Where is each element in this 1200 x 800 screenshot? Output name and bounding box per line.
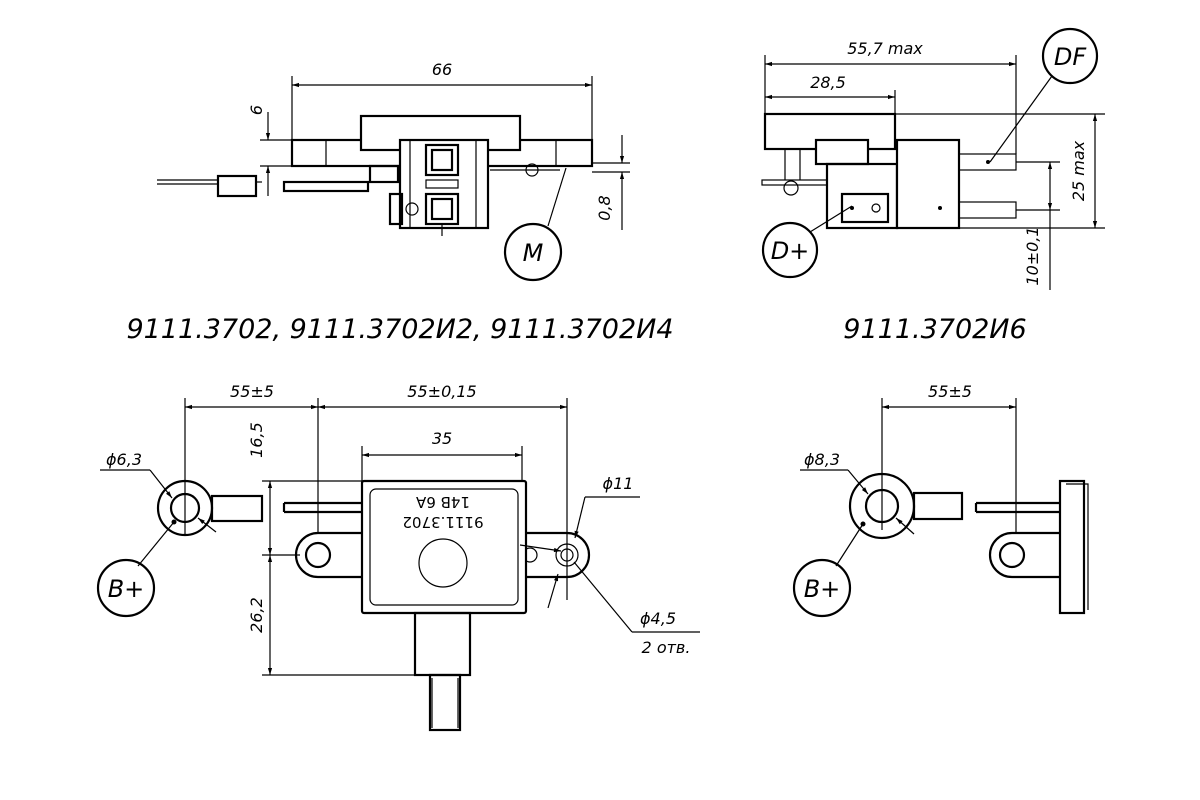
dim-55-0-15: 55±0,15 bbox=[407, 382, 476, 401]
terminal-df-label: DF bbox=[1054, 43, 1087, 71]
marking-line-2: 9111.3702 bbox=[402, 513, 483, 531]
caption-right-model: 9111.3702И6 bbox=[843, 314, 1026, 345]
terminal-m-label: M bbox=[523, 239, 544, 267]
terminal-bplus-label-1: B+ bbox=[108, 575, 145, 603]
dim-0-8: 0,8 bbox=[595, 195, 614, 220]
dim-phi-6-3: ϕ6,3 bbox=[106, 450, 142, 469]
plan-view-left: 14В 6А 9111.3702 55±5 55±0,15 35 16,5 26… bbox=[96, 382, 700, 732]
dim-phi-11: ϕ11 bbox=[603, 474, 634, 493]
marking-line-1: 14В 6А bbox=[415, 493, 470, 511]
plan-view-right: 55±5 ϕ8,3 B+ bbox=[792, 382, 1089, 618]
dim-66: 66 bbox=[432, 60, 452, 79]
dim-phi-8-3: ϕ8,3 bbox=[804, 450, 840, 469]
caption-left-models: 9111.3702, 9111.3702И2, 9111.3702И4 bbox=[126, 314, 673, 345]
dim-55-7-max: 55,7 max bbox=[847, 39, 923, 58]
dim-26-2: 26,2 bbox=[247, 597, 266, 633]
terminal-bplus-label-2: B+ bbox=[804, 575, 841, 603]
note-2-holes: 2 отв. bbox=[642, 638, 691, 657]
terminal-dplus-label: D+ bbox=[771, 237, 810, 265]
dim-6: 6 bbox=[247, 105, 266, 115]
dim-55-5-left: 55±5 bbox=[230, 382, 274, 401]
dim-35: 35 bbox=[432, 429, 452, 448]
dim-28-5: 28,5 bbox=[810, 73, 846, 92]
dim-10: 10±0,1 bbox=[1023, 226, 1042, 285]
dim-25-max: 25 max bbox=[1069, 140, 1088, 201]
dim-16-5: 16,5 bbox=[247, 422, 266, 458]
side-view-left: 66 6 0,8 M bbox=[157, 60, 630, 282]
side-view-right: 55,7 max 28,5 25 max 10±0,1 DF D+ bbox=[761, 27, 1105, 290]
dim-phi-4-5: ϕ4,5 bbox=[640, 609, 676, 628]
dim-55-5-right: 55±5 bbox=[928, 382, 972, 401]
